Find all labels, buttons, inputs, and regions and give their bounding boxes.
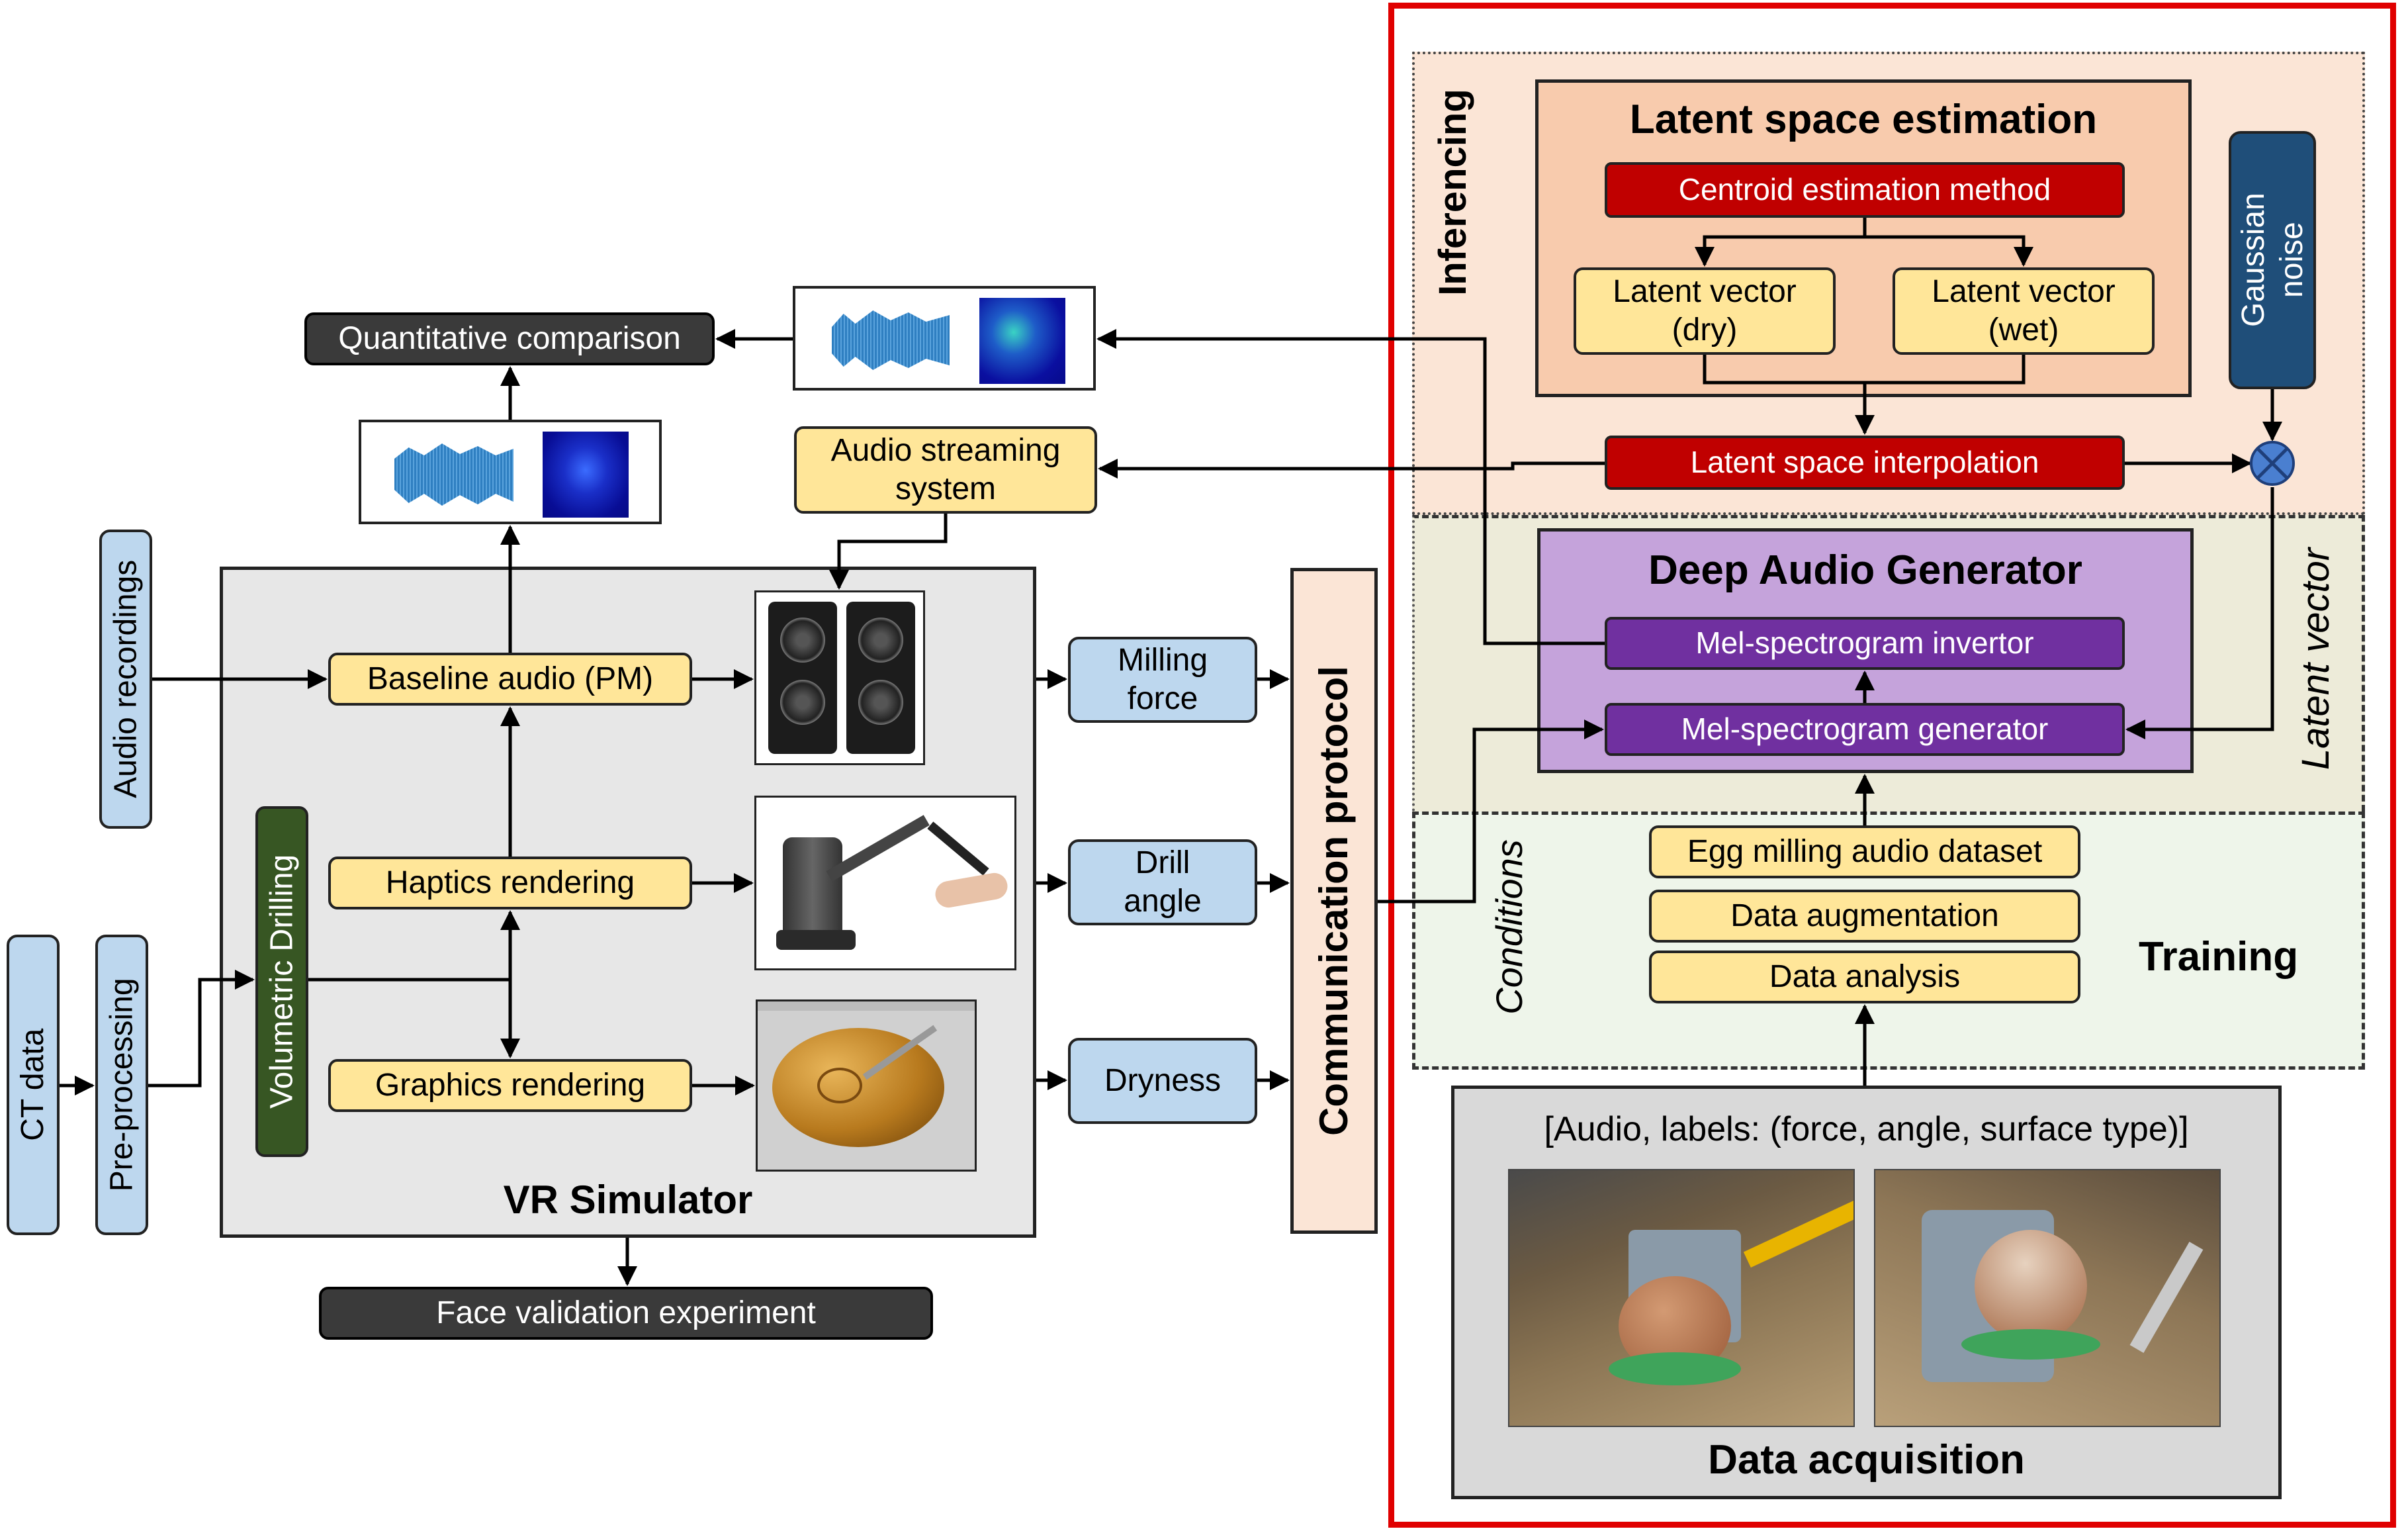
graphics-rendering-box: Graphics rendering [328, 1059, 692, 1112]
audio-streaming-box: Audio streaming system [794, 426, 1097, 514]
ct-data-box: CT data [7, 935, 60, 1235]
baseline-audio-box: Baseline audio (PM) [328, 653, 692, 706]
latent-interpolation-box: Latent space interpolation [1605, 436, 2125, 490]
data-analysis-box: Data analysis [1649, 951, 2080, 1003]
egg-dataset-box: Egg milling audio dataset [1649, 825, 2080, 878]
latent-vector-dry-box: Latent vector (dry) [1574, 267, 1836, 355]
vr-simulator-label: VR Simulator [503, 1178, 753, 1222]
data-acquisition-label: Data acquisition [1708, 1437, 2025, 1483]
drill-angle-box: Drill angle [1068, 839, 1257, 925]
latent-estimation-title: Latent space estimation [1629, 97, 2098, 142]
speakers-image [754, 590, 925, 765]
communication-protocol-box: Communication protocol [1290, 568, 1378, 1234]
haptic-device-image [754, 796, 1016, 970]
gaussian-noise-box: Gaussian noise [2229, 131, 2316, 389]
mel-spectrogram-generator-box: Mel-spectrogram generator [1605, 703, 2125, 756]
deep-audio-generator-title: Deep Audio Generator [1648, 547, 2082, 593]
spectrogram-icon [543, 432, 629, 518]
egg-rig-photo-2 [1874, 1169, 2221, 1427]
centroid-estimation-box: Centroid estimation method [1605, 162, 2125, 218]
preprocessing-box: Pre-processing [95, 935, 148, 1235]
dryness-box: Dryness [1068, 1038, 1257, 1124]
audio-recordings-box: Audio recordings [99, 530, 152, 829]
milling-force-box: Milling force [1068, 637, 1257, 723]
quantitative-comparison-box: Quantitative comparison [304, 312, 715, 365]
spectrogram-icon [979, 298, 1065, 384]
haptics-rendering-box: Haptics rendering [328, 857, 692, 909]
labels-caption: [Audio, labels: (force, angle, surface t… [1544, 1110, 2189, 1148]
generated-audio-thumbnail [793, 286, 1096, 391]
training-label: Training [2139, 934, 2299, 980]
latent-vector-wet-box: Latent vector (wet) [1893, 267, 2155, 355]
data-augmentation-box: Data augmentation [1649, 890, 2080, 943]
mel-spectrogram-invertor-box: Mel-spectrogram invertor [1605, 617, 2125, 670]
volumetric-drilling-box: Volumetric Drilling [255, 806, 308, 1157]
highlight-frame [1388, 3, 2396, 1528]
face-validation-box: Face validation experiment [319, 1287, 933, 1340]
egg-rig-photo-1 [1508, 1169, 1855, 1427]
multiply-node-icon [2250, 441, 2295, 486]
egg-rendering-image [756, 999, 977, 1172]
baseline-audio-thumbnail [359, 420, 662, 524]
